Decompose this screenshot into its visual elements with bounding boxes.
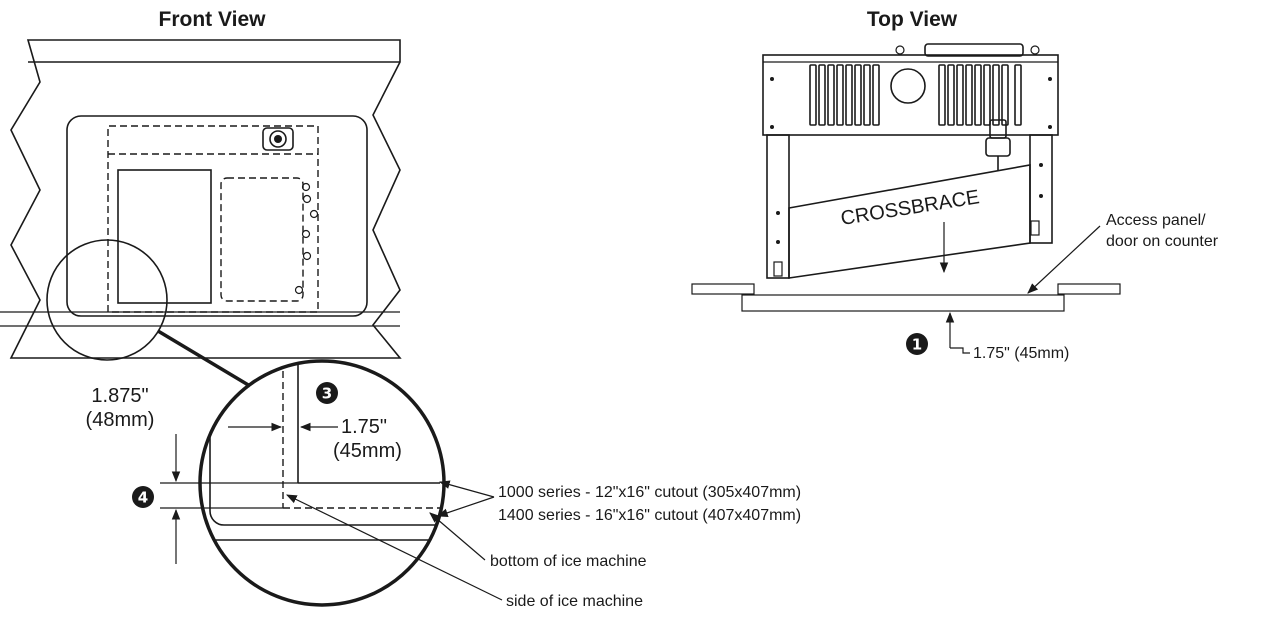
head-screw-2 [770, 125, 774, 129]
leader-access-panel [1027, 225, 1101, 294]
leader-1400 [436, 496, 495, 517]
leg-right-screw-2 [1039, 194, 1043, 198]
machine-head [762, 54, 1059, 136]
marker-1-icon [906, 333, 928, 355]
top-view-title: Top View [867, 8, 958, 31]
vent-grille-right [938, 64, 1022, 126]
leg-left-screw-2 [776, 240, 780, 244]
machine-handle [924, 43, 1024, 57]
access-label-line1: Access panel/ [1106, 212, 1206, 229]
head-screw-3 [1048, 77, 1052, 81]
leader-bottom [429, 512, 486, 561]
machine-bolt-right [1030, 45, 1040, 55]
counter-left-edge [691, 283, 755, 295]
leader-1000 [438, 480, 495, 498]
leg-left-screw-1 [776, 211, 780, 215]
counter-outline [9, 39, 402, 359]
marker-3-label: 3 [322, 385, 332, 403]
crossbrace [788, 164, 1031, 279]
leg-left-foot [773, 261, 783, 277]
head-screw-4 [1048, 125, 1052, 129]
marker-4-icon [132, 486, 154, 508]
leader-side [286, 494, 503, 601]
dim-inner-value: 1.75" [341, 416, 387, 438]
drain-port-icon [890, 68, 926, 104]
vent-grille-left [809, 64, 880, 126]
magnify-source-circle [46, 239, 168, 361]
front-view-title: Front View [159, 8, 267, 31]
ice-machine-door [117, 169, 212, 304]
dim-inner-mm: (45mm) [333, 440, 402, 462]
head-screw-1 [770, 77, 774, 81]
marker-3-icon [316, 382, 338, 404]
callout-bottom: bottom of ice machine [490, 553, 647, 570]
callout-side: side of ice machine [506, 593, 643, 610]
callout-1400-series: 1400 series - 16"x16" cutout (407x407mm) [498, 507, 801, 524]
front-view: Front View [0, 8, 801, 610]
leg-right-foot [1030, 220, 1040, 236]
access-door-panel [741, 294, 1065, 312]
leg-right-screw-1 [1039, 163, 1043, 167]
marker-4-label: 4 [138, 489, 148, 507]
top-view: Top View [691, 8, 1219, 362]
leg-right [1029, 134, 1053, 244]
power-cord-icon [985, 119, 1011, 170]
dim-top-value: 1.75" (45mm) [973, 345, 1069, 362]
ice-machine-knob-icon [262, 127, 294, 151]
dim-side-value: 1.875" [91, 385, 148, 407]
counter-right-edge [1057, 283, 1121, 295]
access-label-line2: door on counter [1106, 233, 1219, 250]
ice-machine-hidden-outline [107, 125, 319, 313]
machine-bolt-left [895, 45, 905, 55]
callout-1000-series: 1000 series - 12"x16" cutout (305x407mm) [498, 484, 801, 501]
dim-top-leader [950, 347, 970, 354]
leg-left [766, 134, 790, 279]
access-cutout [66, 115, 368, 317]
marker-1-label: 1 [912, 336, 922, 354]
dim-side-mm: (48mm) [86, 409, 155, 431]
magnify-connector [157, 329, 251, 388]
crossbrace-label: CROSSBRACE [839, 186, 981, 230]
